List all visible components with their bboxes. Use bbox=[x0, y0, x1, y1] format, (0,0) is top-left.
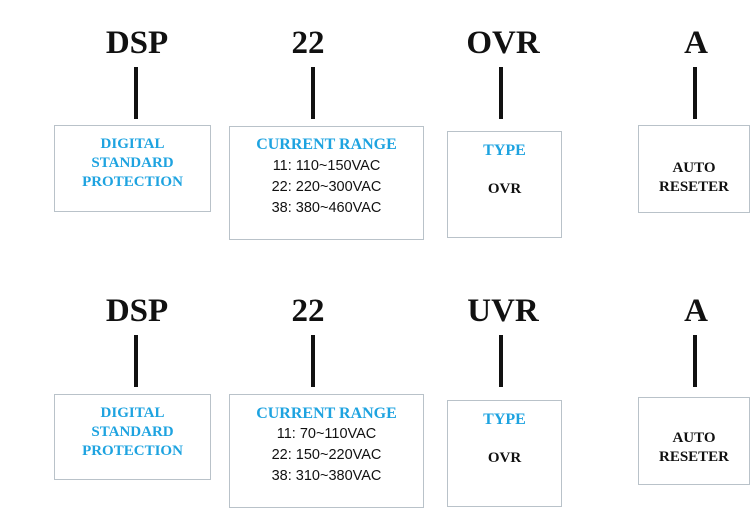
code-type: UVR bbox=[467, 293, 539, 329]
reset-label: RESETER bbox=[658, 179, 730, 195]
code-type: OVR bbox=[466, 25, 540, 61]
reset-box: AUTO RESETER bbox=[638, 397, 750, 485]
current-range-box: CURRENT RANGE 11: 110~150VAC 22: 220~300… bbox=[229, 126, 424, 240]
reset-box: AUTO RESETER bbox=[638, 125, 750, 213]
type-value: OVR bbox=[487, 450, 522, 466]
connector-line bbox=[134, 67, 138, 119]
code-reset: A bbox=[684, 293, 708, 329]
protection-label: DIGITAL bbox=[100, 136, 165, 152]
connector-line bbox=[693, 335, 697, 387]
type-title: TYPE bbox=[483, 411, 526, 428]
connector-line bbox=[499, 335, 503, 387]
connector-line bbox=[134, 335, 138, 387]
connector-line bbox=[499, 67, 503, 119]
code-dsp: DSP bbox=[105, 25, 169, 61]
current-range-box: CURRENT RANGE 11: 70~110VAC 22: 150~220V… bbox=[229, 394, 424, 508]
protection-box: DIGITAL STANDARD PROTECTION bbox=[54, 125, 211, 212]
protection-label: STANDARD bbox=[91, 155, 174, 171]
range-item: 38: 310~380VAC bbox=[271, 468, 382, 484]
type-value: OVR bbox=[487, 181, 522, 197]
code-current: 22 bbox=[291, 293, 325, 329]
range-item: 11: 70~110VAC bbox=[276, 426, 377, 442]
range-item: 22: 150~220VAC bbox=[271, 447, 382, 463]
type-title: TYPE bbox=[483, 142, 526, 159]
reset-label: RESETER bbox=[658, 449, 730, 465]
code-reset: A bbox=[684, 25, 708, 61]
connector-line bbox=[693, 67, 697, 119]
connector-line bbox=[311, 67, 315, 119]
type-box: TYPE OVR bbox=[447, 400, 562, 507]
protection-label: PROTECTION bbox=[82, 443, 183, 459]
range-item: 11: 110~150VAC bbox=[272, 158, 381, 174]
protection-label: STANDARD bbox=[91, 424, 174, 440]
type-box: TYPE OVR bbox=[447, 131, 562, 238]
current-range-title: CURRENT RANGE bbox=[256, 136, 397, 153]
protection-box: DIGITAL STANDARD PROTECTION bbox=[54, 394, 211, 480]
reset-label: AUTO bbox=[672, 160, 716, 176]
code-current: 22 bbox=[291, 25, 325, 61]
reset-label: AUTO bbox=[672, 430, 716, 446]
code-dsp: DSP bbox=[105, 293, 169, 329]
current-range-title: CURRENT RANGE bbox=[256, 405, 397, 422]
range-item: 22: 220~300VAC bbox=[271, 179, 382, 195]
protection-label: PROTECTION bbox=[82, 174, 183, 190]
range-item: 38: 380~460VAC bbox=[271, 200, 382, 216]
protection-label: DIGITAL bbox=[100, 405, 165, 421]
connector-line bbox=[311, 335, 315, 387]
